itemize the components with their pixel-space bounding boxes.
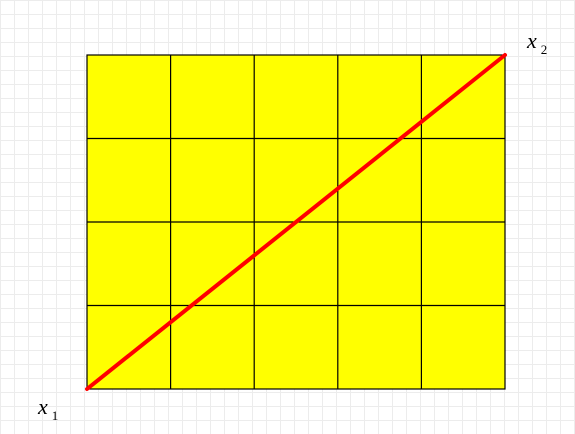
end-point-variable: x (527, 28, 537, 53)
end-point-subscript: 2 (540, 42, 548, 57)
diagonal-line (85, 53, 507, 391)
start-point-subscript: 1 (51, 408, 59, 423)
start-point-variable: x (38, 394, 48, 419)
